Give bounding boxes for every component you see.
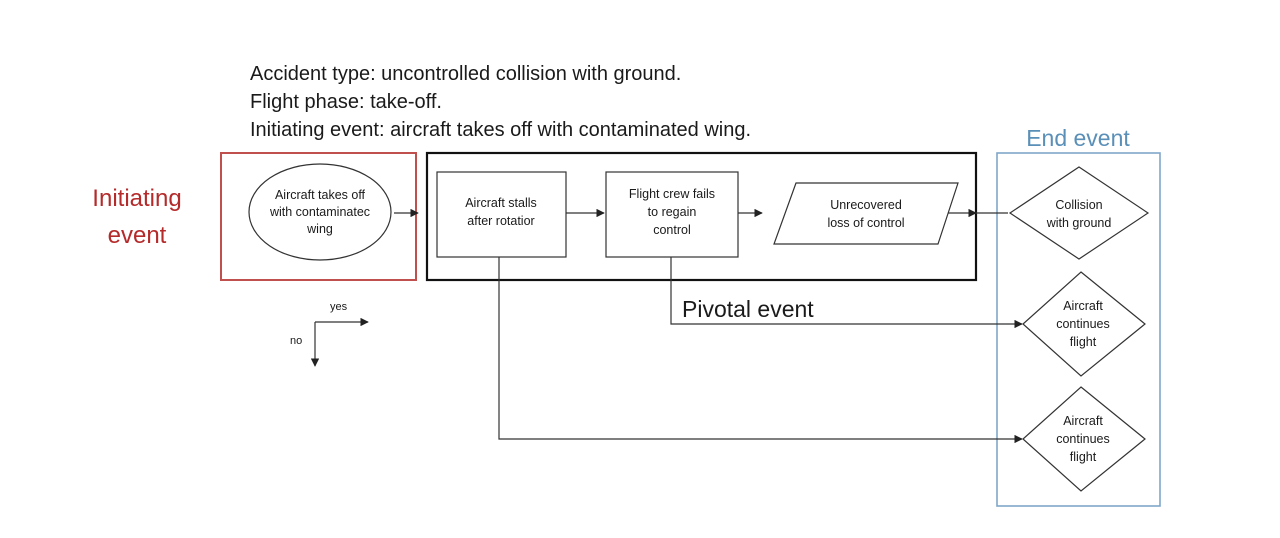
flight-phase-line: Flight phase: take-off.: [250, 91, 442, 113]
node-loss: Unrecovered loss of control: [773, 182, 959, 245]
node-text: with ground: [1046, 216, 1112, 230]
node-crew: Flight crew fails to regain control: [605, 171, 739, 258]
node-text: flight: [1070, 450, 1097, 464]
continue-diamond-2: [1022, 386, 1146, 492]
initiating-label-line2: event: [108, 222, 167, 249]
crew-box: [605, 171, 739, 258]
node-continue-2: Aircraft continues flight: [1022, 386, 1146, 492]
collision-diamond: [1008, 166, 1150, 260]
end-event-label: End event: [1026, 125, 1130, 151]
end-event-box: [996, 152, 1161, 507]
yes-label: yes: [330, 301, 348, 313]
initiating-label-line1: Initiating: [92, 185, 181, 212]
node-continue-1: Aircraft continues flight: [1022, 271, 1146, 377]
node-text: Aircraft stalls: [465, 196, 537, 210]
no-label: no: [290, 335, 302, 347]
node-collision: Collision with ground: [1008, 166, 1150, 260]
node-text: continues: [1056, 317, 1110, 331]
node-text: to regain: [648, 205, 697, 219]
node-stall: Aircraft stalls after rotatior: [436, 171, 567, 258]
yes-no-legend: yes no: [290, 301, 369, 367]
stall-box: [436, 171, 567, 258]
accident-type-line: Accident type: uncontrolled collision wi…: [250, 63, 681, 85]
node-text: wing: [306, 222, 333, 236]
node-text: with contaminatec: [269, 205, 370, 219]
arrow-stall-avoided: [498, 257, 1023, 444]
loss-parallelogram: [773, 182, 959, 245]
arrow-crew-recovers: [670, 257, 1023, 329]
node-text: Flight crew fails: [629, 187, 715, 201]
node-text: after rotatior: [467, 214, 534, 228]
node-text: Aircraft: [1063, 299, 1103, 313]
connectors: [394, 208, 1023, 444]
initiating-event-line: Initiating event: aircraft takes off wit…: [250, 119, 751, 141]
node-text: loss of control: [827, 216, 904, 230]
node-initiating: Aircraft takes off with contaminatec win…: [248, 163, 392, 261]
node-text: control: [653, 223, 691, 237]
continue-diamond-1: [1022, 271, 1146, 377]
node-text: Unrecovered: [830, 198, 902, 212]
node-text: Aircraft: [1063, 414, 1103, 428]
node-text: continues: [1056, 432, 1110, 446]
node-text: Aircraft takes off: [275, 188, 366, 202]
node-text: flight: [1070, 335, 1097, 349]
header-text: Accident type: uncontrolled collision wi…: [250, 63, 751, 141]
pivotal-event-label: Pivotal event: [682, 296, 814, 322]
node-text: Collision: [1055, 198, 1102, 212]
initiating-ellipse: [248, 163, 392, 261]
